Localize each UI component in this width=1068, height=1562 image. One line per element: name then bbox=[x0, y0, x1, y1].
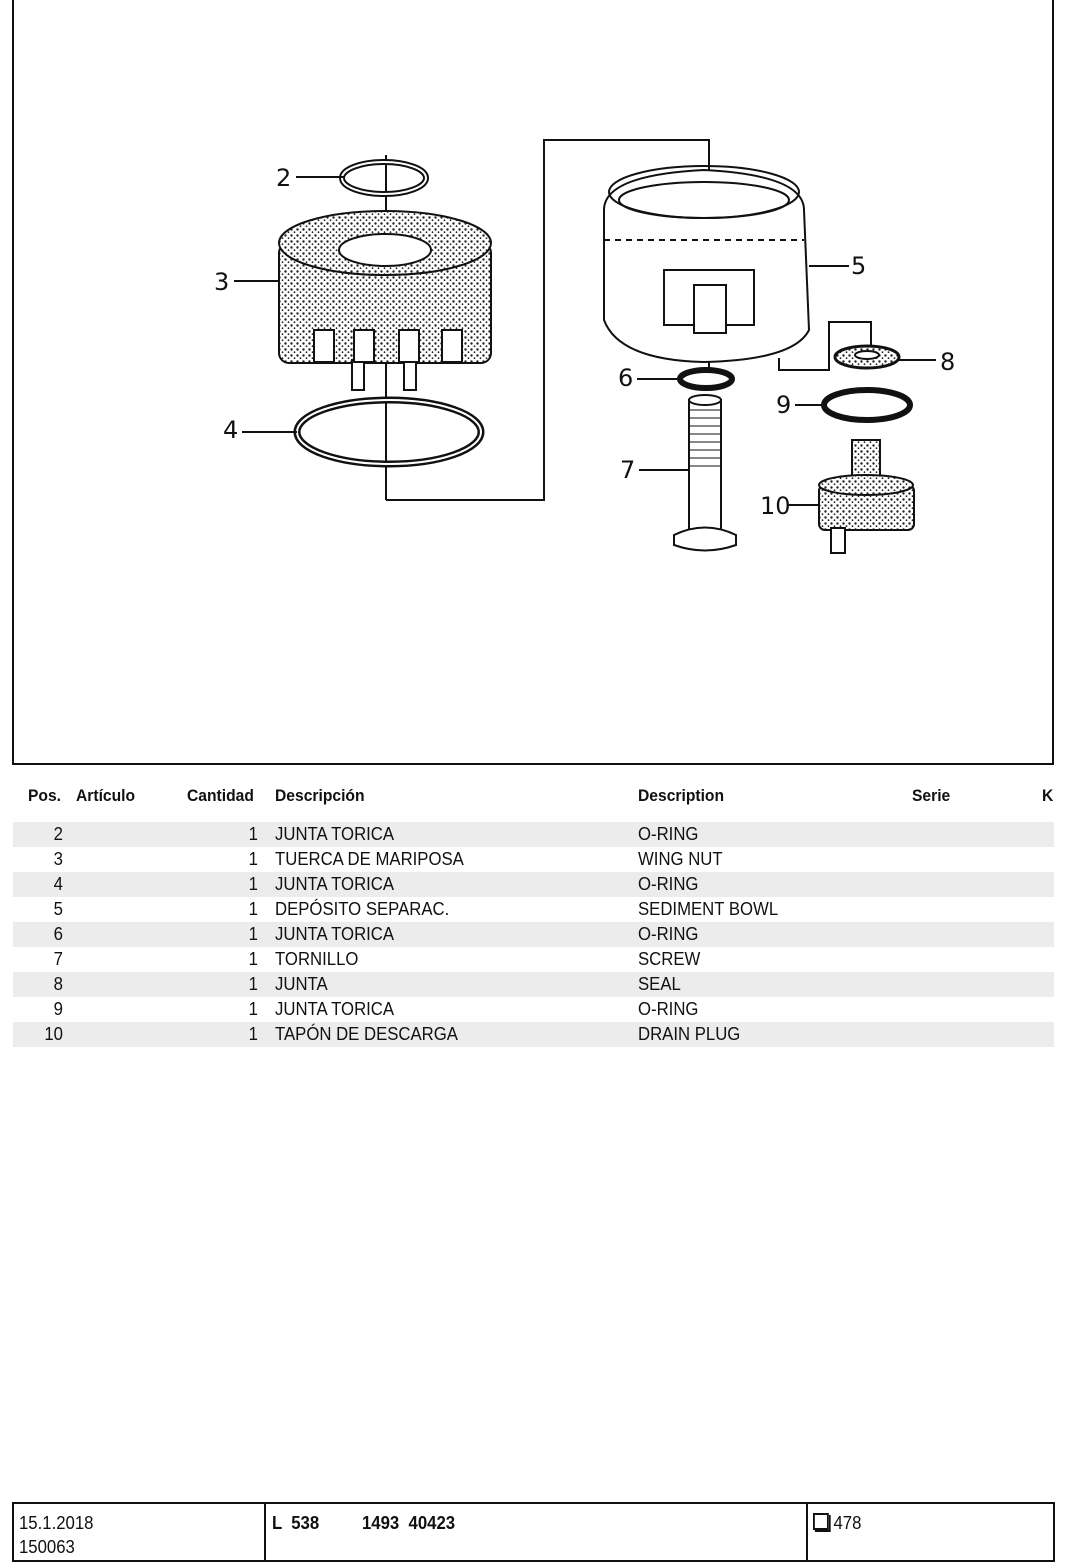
cell-desc-en: O-RING bbox=[638, 824, 699, 844]
cell-pos: 9 bbox=[53, 999, 63, 1019]
seal-8 bbox=[833, 344, 901, 370]
cell-desc-es: JUNTA TORICA bbox=[275, 824, 395, 844]
footer-doc-number: 150063 bbox=[19, 1537, 75, 1557]
callout-9: 9 bbox=[776, 391, 791, 419]
table-row: 7 1 TORNILLO SCREW bbox=[13, 947, 1054, 972]
seal-leader bbox=[778, 321, 872, 371]
header-k: K bbox=[1042, 786, 1054, 805]
table-row: 9 1 JUNTA TORICA O-RING bbox=[13, 997, 1054, 1022]
cell-qty: 1 bbox=[248, 924, 258, 944]
callout-8: 8 bbox=[940, 348, 955, 376]
callout-4: 4 bbox=[223, 416, 238, 444]
cell-qty: 1 bbox=[248, 899, 258, 919]
checkbox-icon bbox=[813, 1513, 829, 1530]
table-row: 2 1 JUNTA TORICA O-RING bbox=[13, 822, 1054, 847]
header-descripcion: Descripción bbox=[275, 786, 365, 805]
sediment-bowl-5 bbox=[603, 165, 811, 364]
cell-desc-es: JUNTA bbox=[275, 974, 328, 994]
footer-page: 478 bbox=[813, 1513, 861, 1534]
cell-qty: 1 bbox=[248, 974, 258, 994]
cell-qty: 1 bbox=[248, 874, 258, 894]
table-row: 3 1 TUERCA DE MARIPOSA WING NUT bbox=[13, 847, 1054, 872]
footer-page-cell: 478 bbox=[806, 1504, 1055, 1560]
table-row: 8 1 JUNTA SEAL bbox=[13, 972, 1054, 997]
cell-desc-en: SEDIMENT BOWL bbox=[638, 899, 779, 919]
cell-desc-es: TORNILLO bbox=[275, 949, 359, 969]
header-cantidad: Cantidad bbox=[187, 786, 254, 805]
table-row: 5 1 DEPÓSITO SEPARAC. SEDIMENT BOWL bbox=[13, 897, 1054, 922]
footer-model: L 538 bbox=[272, 1513, 320, 1533]
header-pos: Pos. bbox=[28, 786, 62, 805]
cell-pos: 10 bbox=[44, 1024, 63, 1044]
o-ring-4 bbox=[293, 396, 485, 468]
cell-qty: 1 bbox=[248, 999, 258, 1019]
cell-pos: 4 bbox=[53, 874, 63, 894]
cell-qty: 1 bbox=[248, 824, 258, 844]
cell-pos: 6 bbox=[53, 924, 63, 944]
cell-qty: 1 bbox=[248, 949, 258, 969]
cell-pos: 7 bbox=[53, 949, 63, 969]
cell-desc-es: JUNTA TORICA bbox=[275, 874, 395, 894]
header-serie: Serie bbox=[912, 786, 951, 805]
cell-desc-es: TUERCA DE MARIPOSA bbox=[275, 849, 464, 869]
cell-qty: 1 bbox=[248, 1024, 258, 1044]
cell-qty: 1 bbox=[248, 849, 258, 869]
drain-plug-10 bbox=[818, 439, 915, 554]
wing-nut-3 bbox=[278, 210, 492, 391]
cell-desc-en: O-RING bbox=[638, 999, 699, 1019]
table-row: 4 1 JUNTA TORICA O-RING bbox=[13, 872, 1054, 897]
footer-page-number: 478 bbox=[833, 1513, 862, 1533]
page-footer: 15.1.2018 150063 L 538 1493 40423 478 bbox=[12, 1502, 1055, 1562]
callout-10: 10 bbox=[760, 492, 791, 520]
cell-desc-en: SCREW bbox=[638, 949, 701, 969]
exploded-parts-diagram: 2 3 4 5 6 7 8 9 10 bbox=[214, 139, 955, 554]
illustration-frame: 2 3 4 5 6 7 8 9 10 bbox=[12, 0, 1054, 765]
cell-desc-es: JUNTA TORICA bbox=[275, 924, 395, 944]
callout-6: 6 bbox=[618, 364, 633, 392]
footer-ref-cell: L 538 1493 40423 bbox=[264, 1504, 808, 1560]
table-row: 6 1 JUNTA TORICA O-RING bbox=[13, 922, 1054, 947]
cell-pos: 3 bbox=[53, 849, 63, 869]
cell-desc-en: WING NUT bbox=[638, 849, 723, 869]
cell-desc-en: DRAIN PLUG bbox=[638, 1024, 741, 1044]
cell-desc-en: SEAL bbox=[638, 974, 681, 994]
parts-table: 2 1 JUNTA TORICA O-RING 3 1 TUERCA DE MA… bbox=[13, 822, 1054, 1047]
cell-desc-es: DEPÓSITO SEPARAC. bbox=[275, 899, 450, 919]
callout-2: 2 bbox=[276, 164, 291, 192]
footer-date: 15.1.2018 bbox=[19, 1513, 94, 1533]
cell-pos: 2 bbox=[53, 824, 63, 844]
cell-pos: 8 bbox=[53, 974, 63, 994]
table-row: 10 1 TAPÓN DE DESCARGA DRAIN PLUG bbox=[13, 1022, 1054, 1047]
screw-7 bbox=[673, 394, 737, 552]
callout-5: 5 bbox=[851, 252, 866, 280]
cell-desc-es: JUNTA TORICA bbox=[275, 999, 395, 1019]
cell-desc-en: O-RING bbox=[638, 924, 699, 944]
footer-date-cell: 15.1.2018 150063 bbox=[14, 1504, 264, 1560]
header-description: Description bbox=[638, 786, 725, 805]
cell-desc-es: TAPÓN DE DESCARGA bbox=[275, 1024, 458, 1044]
callout-3: 3 bbox=[214, 268, 229, 296]
callout-7: 7 bbox=[620, 456, 635, 484]
o-ring-2 bbox=[339, 159, 429, 197]
header-articulo: Artículo bbox=[76, 786, 136, 805]
footer-reference: 1493 40423 bbox=[362, 1513, 456, 1533]
cell-pos: 5 bbox=[53, 899, 63, 919]
o-ring-9 bbox=[821, 387, 913, 423]
cell-desc-en: O-RING bbox=[638, 874, 699, 894]
o-ring-6 bbox=[677, 367, 735, 391]
